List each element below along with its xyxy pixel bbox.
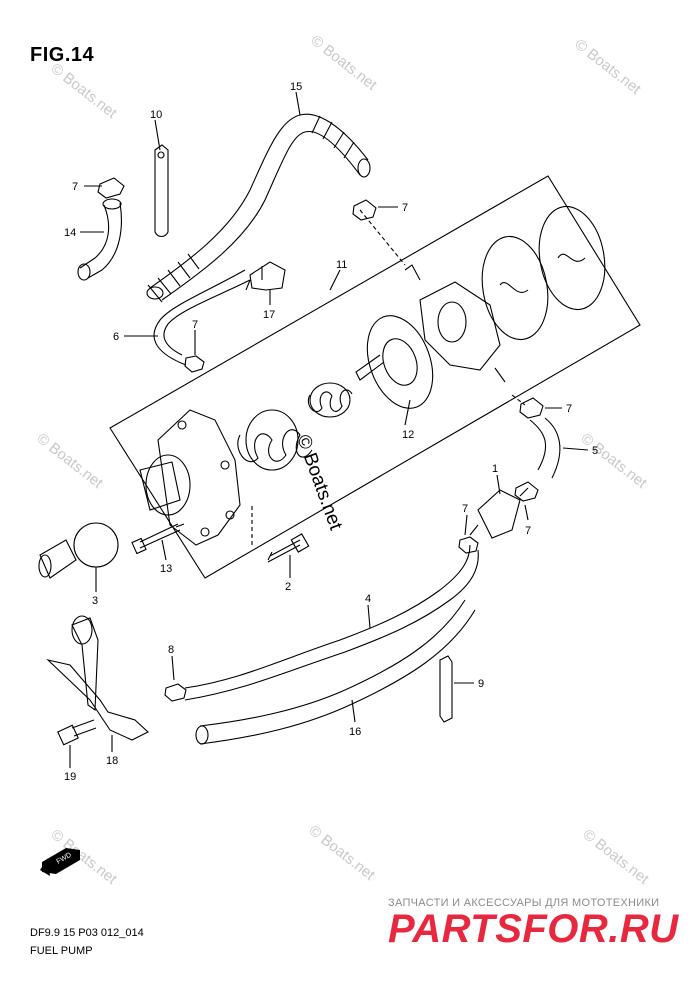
- hose-4: [184, 544, 479, 701]
- callout-9: 9: [478, 678, 484, 690]
- strap-9: [439, 655, 453, 723]
- leader-10: [154, 119, 161, 151]
- callout-10: 10: [150, 109, 162, 121]
- spring-large: [237, 409, 313, 471]
- cylinder-piston: [38, 539, 77, 579]
- promo-subtitle: ЗАПЧАСТИ И АКСЕССУАРЫ ДЛЯ МОТОТЕХНИКИ: [388, 897, 660, 909]
- callout-15: 15: [290, 81, 302, 93]
- hose-clamp-7: [97, 177, 544, 554]
- hose-15: [146, 113, 371, 303]
- callout-11: 11: [336, 259, 347, 271]
- pump-body: [139, 409, 241, 546]
- callout-17: 17: [263, 309, 275, 321]
- figure-title: FIG.14: [30, 44, 95, 66]
- leader-13: [161, 539, 167, 561]
- elbow-hose-14: [77, 198, 122, 281]
- hose-clamp-8: [164, 683, 187, 702]
- callout-7: 7: [462, 503, 468, 515]
- leader-5: [562, 447, 589, 451]
- callout-7: 7: [72, 181, 78, 193]
- bolt-2: [267, 533, 310, 563]
- diagram-caption: FUEL PUMP: [30, 945, 93, 957]
- leader-4: [367, 604, 371, 629]
- leader-7e: [464, 514, 468, 536]
- callout-7: 7: [192, 319, 198, 331]
- callout-12: 12: [402, 429, 414, 441]
- leader-15: [295, 91, 301, 116]
- leader-7f: [524, 504, 529, 521]
- leader-12: [404, 399, 411, 426]
- pump-cover: [404, 264, 506, 383]
- callout-7: 7: [566, 403, 572, 415]
- bolt-19: [57, 719, 97, 746]
- diagram-code: DF9.9 15 P03 012_014: [30, 927, 144, 939]
- callout-14: 14: [64, 227, 76, 239]
- hose-5: [529, 417, 561, 479]
- spring-small: [307, 382, 353, 418]
- callout-1: 1: [492, 463, 498, 475]
- clip-17: [245, 261, 286, 291]
- callout-6: 6: [113, 331, 119, 343]
- leader-11: [329, 269, 341, 291]
- leader-8: [171, 655, 175, 681]
- callout-2: 2: [285, 581, 291, 593]
- gasket: [481, 235, 549, 341]
- bracket-18: [46, 615, 149, 741]
- leader-16: [351, 699, 356, 723]
- callout-3: 3: [92, 595, 98, 607]
- strap-10: [154, 144, 169, 238]
- hose-16: [195, 599, 476, 745]
- callout-19: 19: [64, 771, 76, 783]
- o-ring-3: [73, 522, 119, 568]
- callout-13: 13: [160, 563, 172, 575]
- callout-4: 4: [365, 593, 371, 605]
- fwd-arrow-icon: FWD: [40, 848, 80, 876]
- callout-7: 7: [402, 202, 408, 214]
- callout-5: 5: [592, 445, 598, 457]
- exploded-frame: [109, 175, 641, 579]
- callout-18: 18: [106, 755, 118, 767]
- callout-16: 16: [349, 726, 361, 738]
- callout-8: 8: [168, 644, 174, 656]
- valve-plate: [538, 205, 606, 311]
- diaphragm-12: [355, 315, 434, 409]
- bolt-13: [131, 523, 185, 555]
- hose-6: [153, 269, 251, 366]
- promo-brand: PARTSFOR.RU: [388, 907, 679, 951]
- callout-7: 7: [525, 525, 531, 537]
- leader-1: [496, 474, 501, 495]
- fuel-filter-1: [469, 487, 529, 539]
